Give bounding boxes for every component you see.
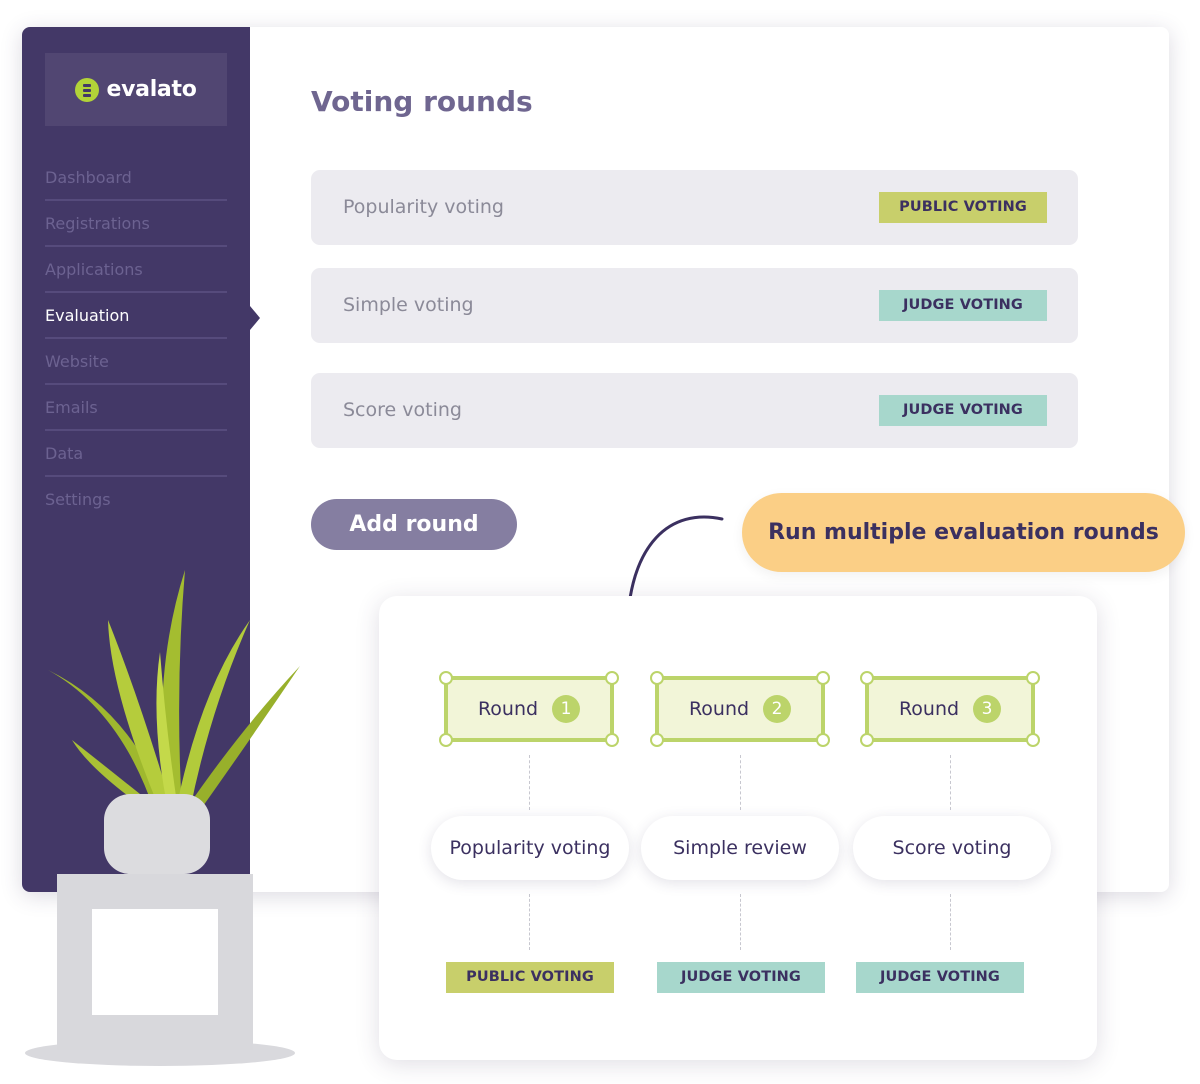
round-number-badge: 1 — [552, 695, 581, 723]
round-flow-diagram: Round 1 Round 2 Round 3 Popularity votin… — [379, 596, 1097, 1060]
resize-handle[interactable] — [650, 671, 664, 685]
round-box-1[interactable]: Round 1 — [439, 671, 619, 747]
resize-handle[interactable] — [605, 733, 619, 747]
plant-illustration — [25, 570, 300, 1066]
sidebar-item-applications[interactable]: Applications — [45, 247, 227, 293]
sidebar-item-registrations[interactable]: Registrations — [45, 201, 227, 247]
page-title: Voting rounds — [311, 85, 533, 118]
resize-handle[interactable] — [439, 671, 453, 685]
voting-type-badge: JUDGE VOTING — [879, 395, 1047, 426]
round-row-popularity[interactable]: Popularity voting PUBLIC VOTING — [311, 170, 1078, 245]
round-name: Score voting — [343, 399, 462, 421]
step-pill-score[interactable]: Score voting — [853, 816, 1051, 880]
connector-line — [529, 894, 530, 950]
voting-type-badge: JUDGE VOTING — [657, 962, 825, 993]
voting-type-badge: JUDGE VOTING — [856, 962, 1024, 993]
connector-line — [529, 755, 530, 810]
sidebar-item-evaluation[interactable]: Evaluation — [45, 293, 227, 339]
sidebar-item-dashboard[interactable]: Dashboard — [45, 155, 227, 201]
round-box-3[interactable]: Round 3 — [860, 671, 1040, 747]
logo-text: evalato — [106, 77, 197, 102]
round-row-simple[interactable]: Simple voting JUDGE VOTING — [311, 268, 1078, 343]
resize-handle[interactable] — [860, 733, 874, 747]
round-row-score[interactable]: Score voting JUDGE VOTING — [311, 373, 1078, 448]
active-nav-pointer — [250, 306, 260, 330]
round-name: Simple voting — [343, 294, 474, 316]
sidebar-item-emails[interactable]: Emails — [45, 385, 227, 431]
round-name: Popularity voting — [343, 196, 504, 218]
sidebar-item-data[interactable]: Data — [45, 431, 227, 477]
round-number-badge: 3 — [973, 695, 1002, 723]
sidebar-item-settings[interactable]: Settings — [45, 490, 111, 509]
sidebar-nav: Dashboard Registrations Applications Eva… — [45, 155, 227, 523]
round-number-badge: 2 — [763, 695, 792, 723]
connector-line — [950, 755, 951, 810]
connector-line — [740, 894, 741, 950]
round-label: Round — [898, 698, 960, 720]
resize-handle[interactable] — [816, 671, 830, 685]
resize-handle[interactable] — [439, 733, 453, 747]
voting-type-badge: PUBLIC VOTING — [879, 192, 1047, 223]
logo[interactable]: evalato — [45, 53, 227, 126]
evalato-logo-icon — [75, 77, 100, 102]
round-box-2[interactable]: Round 2 — [650, 671, 830, 747]
voting-type-badge: PUBLIC VOTING — [446, 962, 614, 993]
step-pill-simple-review[interactable]: Simple review — [641, 816, 839, 880]
callout-banner: Run multiple evaluation rounds — [742, 493, 1185, 572]
resize-handle[interactable] — [1026, 733, 1040, 747]
resize-handle[interactable] — [605, 671, 619, 685]
resize-handle[interactable] — [816, 733, 830, 747]
app-window: evalato Dashboard Registrations Applicat… — [22, 27, 1169, 892]
resize-handle[interactable] — [860, 671, 874, 685]
resize-handle[interactable] — [1026, 671, 1040, 685]
sidebar: evalato Dashboard Registrations Applicat… — [22, 27, 250, 892]
round-label: Round — [477, 698, 539, 720]
round-label: Round — [688, 698, 750, 720]
step-pill-popularity[interactable]: Popularity voting — [431, 816, 629, 880]
voting-type-badge: JUDGE VOTING — [879, 290, 1047, 321]
connector-line — [950, 894, 951, 950]
connector-line — [740, 755, 741, 810]
add-round-button[interactable]: Add round — [311, 499, 517, 550]
sidebar-item-website[interactable]: Website — [45, 339, 227, 385]
resize-handle[interactable] — [650, 733, 664, 747]
